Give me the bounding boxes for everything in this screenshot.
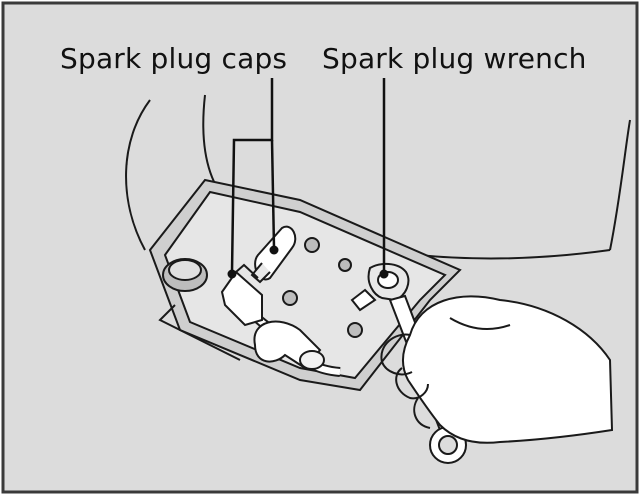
leader-dot-wrench <box>379 269 389 279</box>
hand <box>380 295 614 444</box>
leader-dot-cap-left <box>227 269 237 279</box>
leader-dot-cap-upper <box>269 245 279 255</box>
bolts <box>282 237 363 338</box>
engine-housing <box>148 178 462 392</box>
elbow-boot <box>253 320 325 370</box>
label-spark-plug-caps: Spark plug caps <box>60 42 288 75</box>
oil-cap <box>162 258 208 292</box>
label-spark-plug-wrench: Spark plug wrench <box>322 42 587 75</box>
leader-lines <box>230 78 386 273</box>
leader-dots <box>227 245 389 279</box>
